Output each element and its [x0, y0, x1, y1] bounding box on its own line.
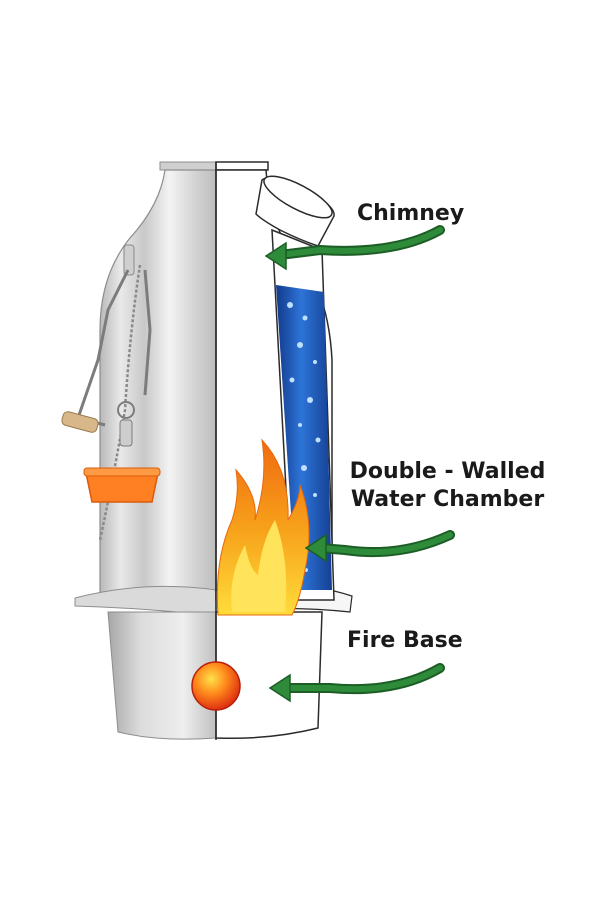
- water-chamber-arrow: [304, 530, 455, 563]
- fire-ball: [191, 661, 241, 711]
- whistle-cork: [83, 467, 161, 503]
- label-water-chamber-line1: Double - Walled: [349, 459, 546, 484]
- chimney-cap: [255, 175, 335, 247]
- flame: [216, 438, 310, 616]
- label-water-chamber: Double - Walled Water Chamber: [345, 458, 550, 514]
- fire-base-arrow: [268, 663, 445, 703]
- label-water-chamber-line2: Water Chamber: [350, 487, 545, 512]
- chimney-arrow: [264, 225, 445, 271]
- label-chimney: Chimney: [357, 201, 465, 226]
- kettle-handle: [61, 264, 152, 541]
- kettle-exterior-half: [74, 161, 217, 740]
- label-fire-base: Fire Base: [347, 628, 463, 653]
